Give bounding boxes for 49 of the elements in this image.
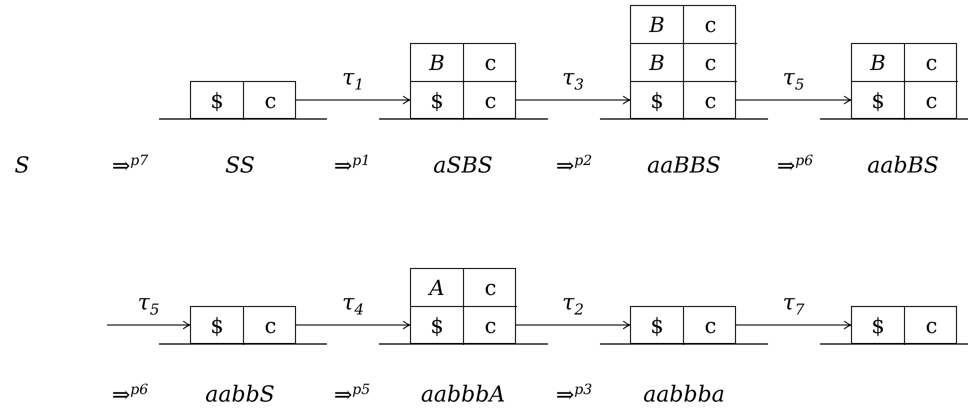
- derivation-text: aaBBS: [647, 154, 721, 178]
- stack-frame: [410, 268, 516, 344]
- stack-cell: $: [631, 307, 684, 345]
- stack-cell: $: [411, 82, 464, 120]
- derivation-text: aabbbA: [420, 382, 506, 408]
- stack-frame: [190, 306, 296, 344]
- derivation-text: aabbS: [205, 382, 275, 408]
- derivation-text: ⇒$^{p7}$: [112, 152, 148, 180]
- derivation-text: aSBS: [433, 154, 493, 178]
- stack-cell: c: [684, 6, 737, 44]
- derivation-text: ⇒$^{p2}$: [556, 152, 592, 180]
- stack-cell: $: [852, 82, 905, 120]
- stack-cell: c: [684, 307, 737, 345]
- stack-cell: A: [411, 269, 464, 307]
- derivation-text: ⇒$^{p6}$: [112, 382, 148, 408]
- stack-cell: B: [411, 44, 464, 82]
- stack-cell: B: [631, 6, 684, 44]
- stack-cell: $: [411, 307, 464, 345]
- stack-cell: c: [464, 269, 517, 307]
- stack-frame: [851, 306, 957, 344]
- stack-cell: c: [464, 307, 517, 345]
- stack-cell: c: [684, 44, 737, 82]
- stack-frame: [851, 43, 957, 119]
- derivation-text: ⇒$^{p1}$: [334, 152, 370, 180]
- stack-cell: c: [905, 44, 958, 82]
- derivation-text: ⇒$^{p3}$: [556, 382, 592, 408]
- stack-cell: $: [191, 82, 244, 120]
- stack-frame: [190, 81, 296, 119]
- derivation-text: S: [14, 154, 30, 178]
- derivation-text: SS: [225, 154, 255, 178]
- stack-cell: $: [191, 307, 244, 345]
- stack-cell: $: [852, 307, 905, 345]
- derivation-text: aabbba: [643, 382, 725, 408]
- stack-cell: c: [684, 82, 737, 120]
- derivation-text: ⇒$^{p5}$: [334, 382, 370, 408]
- stack-cell: c: [905, 307, 958, 345]
- stack-frame: [410, 43, 516, 119]
- derivation-text: aabBS: [867, 154, 939, 178]
- stack-cell: $: [631, 82, 684, 120]
- stack-cell: B: [631, 44, 684, 82]
- stack-cell: c: [244, 307, 297, 345]
- stack-cell: B: [852, 44, 905, 82]
- stack-cell: c: [905, 82, 958, 120]
- stack-frame: [630, 5, 736, 119]
- stack-cell: c: [464, 82, 517, 120]
- stack-cell: c: [244, 82, 297, 120]
- stack-frame: [630, 306, 736, 344]
- derivation-text: ⇒$^{p6}$: [776, 152, 814, 180]
- stack-cell: c: [464, 44, 517, 82]
